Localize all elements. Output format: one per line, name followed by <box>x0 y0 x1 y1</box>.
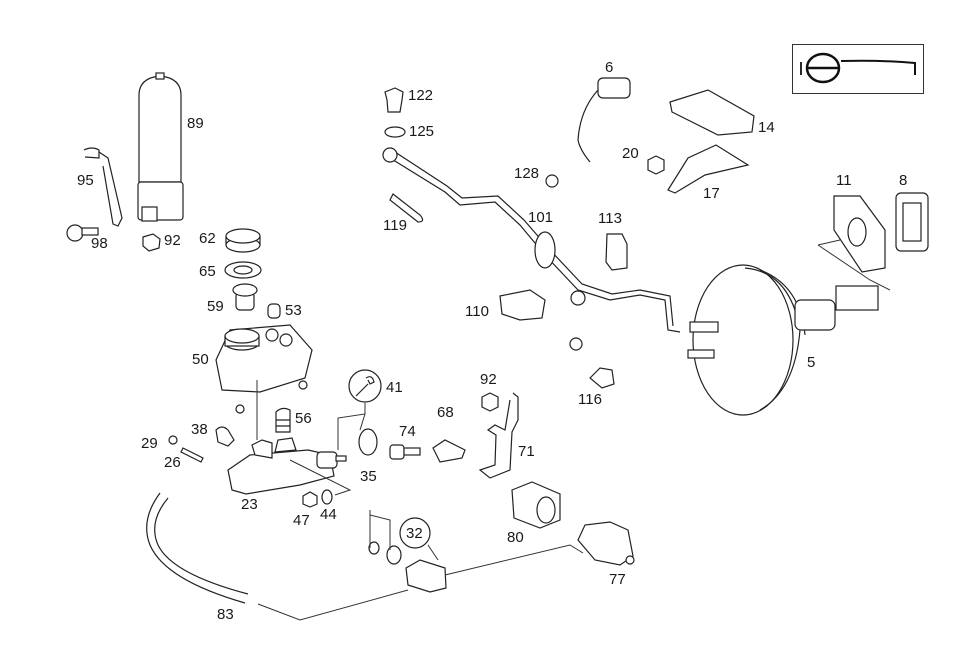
part-47-drawing <box>302 491 318 508</box>
callout-5[interactable]: 5 <box>807 354 816 371</box>
part-113-drawing <box>605 233 628 271</box>
callout-14[interactable]: 14 <box>758 119 775 136</box>
callout-71[interactable]: 71 <box>518 443 535 460</box>
callout-125[interactable]: 125 <box>409 123 435 140</box>
part-92b-drawing <box>481 392 499 412</box>
callout-11[interactable]: 11 <box>836 172 852 189</box>
callout-77[interactable]: 77 <box>609 571 626 588</box>
part-53-drawing <box>267 303 281 319</box>
callout-62[interactable]: 62 <box>199 230 216 247</box>
callout-113[interactable]: 113 <box>598 210 622 227</box>
callout-35[interactable]: 35 <box>360 468 377 485</box>
part-8-drawing <box>895 192 929 252</box>
part-11-drawing <box>833 195 886 273</box>
callout-89[interactable]: 89 <box>187 115 204 132</box>
callout-92[interactable]: 92 <box>164 232 181 249</box>
part-50-drawing <box>215 324 313 414</box>
part-35-drawing <box>358 428 378 456</box>
part-59-drawing <box>232 283 258 311</box>
part-29-drawing <box>168 435 178 445</box>
part-122-drawing <box>384 87 404 113</box>
callout-92b[interactable]: 92 <box>480 371 497 388</box>
callout-53[interactable]: 53 <box>285 302 302 319</box>
part-68-drawing <box>432 439 466 463</box>
callout-26[interactable]: 26 <box>164 454 181 471</box>
callout-83[interactable]: 83 <box>217 606 234 623</box>
part-92a-drawing <box>142 233 161 252</box>
callout-38[interactable]: 38 <box>191 421 208 438</box>
part-5-drawing <box>687 264 879 416</box>
part-32-drawing <box>368 517 447 593</box>
part-6-drawing <box>577 77 631 163</box>
part-14-drawing <box>669 89 755 136</box>
callout-122[interactable]: 122 <box>408 87 434 104</box>
callout-68[interactable]: 68 <box>437 404 454 421</box>
part-125-drawing <box>384 126 406 138</box>
part-110-drawing <box>499 289 546 321</box>
part-80-drawing <box>511 481 561 529</box>
part-98-drawing <box>66 224 99 242</box>
part-56-drawing <box>275 407 291 433</box>
callout-50[interactable]: 50 <box>192 351 209 368</box>
part-95-drawing <box>83 147 123 227</box>
callout-47[interactable]: 47 <box>293 512 310 529</box>
callout-65[interactable]: 65 <box>199 263 216 280</box>
part-116-drawing <box>589 367 615 389</box>
part-74-drawing <box>389 444 421 460</box>
part-41-drawing <box>348 369 382 403</box>
callout-56[interactable]: 56 <box>295 410 312 427</box>
part-38-drawing <box>215 426 235 447</box>
lhd-inset-box <box>792 44 924 94</box>
part-20-drawing <box>647 155 665 175</box>
part-119-drawing <box>389 193 424 223</box>
part-44-drawing <box>321 489 333 505</box>
callout-119[interactable]: 119 <box>383 217 407 234</box>
callout-116[interactable]: 116 <box>578 391 602 408</box>
callout-44[interactable]: 44 <box>320 506 337 523</box>
callout-32[interactable]: 32 <box>406 525 423 542</box>
part-83-drawing <box>146 492 249 604</box>
part-26-drawing <box>180 447 204 463</box>
part-65-drawing <box>224 261 262 279</box>
callout-101[interactable]: 101 <box>528 209 554 226</box>
callout-128[interactable]: 128 <box>514 165 540 182</box>
callout-59[interactable]: 59 <box>207 298 224 315</box>
part-89-drawing <box>137 72 184 222</box>
part-128-drawing <box>545 174 559 188</box>
part-101-drawing <box>382 147 681 351</box>
callout-110[interactable]: 110 <box>465 303 489 320</box>
callout-23[interactable]: 23 <box>241 496 258 513</box>
callout-95[interactable]: 95 <box>77 172 94 189</box>
callout-17[interactable]: 17 <box>703 185 720 202</box>
part-71-drawing <box>478 392 519 479</box>
callout-98[interactable]: 98 <box>91 235 108 252</box>
steering-wheel-icon <box>800 52 916 84</box>
part-77-drawing <box>577 521 635 566</box>
callout-29[interactable]: 29 <box>141 435 158 452</box>
part-23-drawing <box>227 437 347 495</box>
callout-20[interactable]: 20 <box>622 145 639 162</box>
callout-41[interactable]: 41 <box>386 379 403 396</box>
callout-80[interactable]: 80 <box>507 529 524 546</box>
callout-74[interactable]: 74 <box>399 423 416 440</box>
part-17-drawing <box>667 144 750 194</box>
part-62-drawing <box>225 228 261 253</box>
callout-8[interactable]: 8 <box>899 172 908 189</box>
callout-6[interactable]: 6 <box>605 59 614 76</box>
